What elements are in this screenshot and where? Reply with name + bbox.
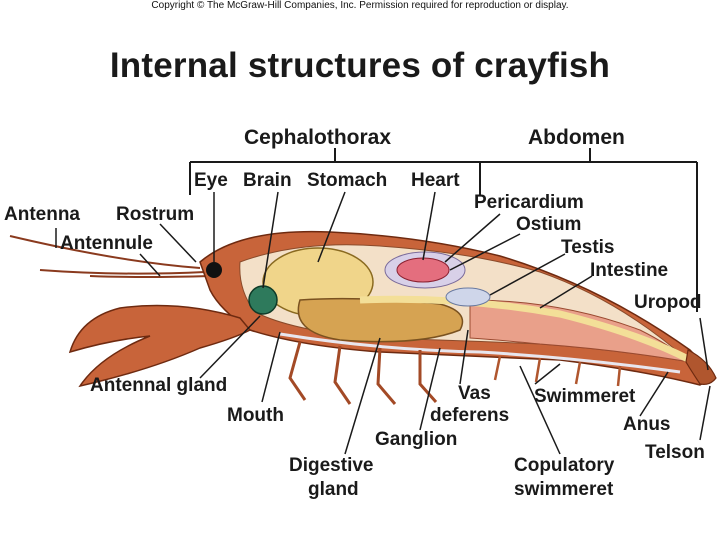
walking-leg-1	[290, 342, 305, 400]
claw	[70, 306, 250, 386]
digestive-gland-organ	[298, 299, 462, 342]
leader-rostrum	[160, 224, 196, 262]
label-antennule: Antennule	[60, 234, 153, 254]
label-testis: Testis	[561, 238, 615, 258]
label-mouth: Mouth	[227, 406, 284, 426]
leader-mouth	[262, 332, 280, 402]
eye-organ	[206, 262, 222, 278]
swimmeret-mark-2	[536, 358, 540, 382]
label-heart: Heart	[411, 171, 460, 191]
label-digestive-gland-line1: Digestive	[289, 456, 373, 476]
heart-organ	[397, 258, 449, 282]
label-intestine: Intestine	[590, 261, 668, 281]
label-vas-deferens-line2: deferens	[430, 406, 509, 426]
label-ostium: Ostium	[516, 215, 581, 235]
label-telson: Telson	[645, 443, 705, 463]
label-pericardium: Pericardium	[474, 193, 584, 213]
leader-telson	[700, 386, 710, 440]
walking-leg-2	[335, 346, 350, 404]
testis-organ	[446, 288, 490, 306]
antennule-strand	[90, 276, 210, 277]
label-stomach: Stomach	[307, 171, 387, 191]
region-label-cephalothorax: Cephalothorax	[244, 128, 391, 148]
brain-organ	[249, 286, 277, 314]
label-antennal-gland: Antennal gland	[90, 376, 227, 396]
region-label-abdomen: Abdomen	[528, 128, 625, 148]
label-digestive-gland-line2: gland	[308, 480, 359, 500]
label-swimmeret: Swimmeret	[534, 387, 635, 407]
label-rostrum: Rostrum	[116, 205, 194, 225]
label-anus: Anus	[623, 415, 671, 435]
label-uropod: Uropod	[634, 293, 702, 313]
swimmeret-mark-3	[576, 362, 580, 384]
antenna-strand-2	[40, 270, 205, 274]
label-antenna: Antenna	[4, 205, 80, 225]
walking-leg-3	[378, 348, 395, 404]
label-brain: Brain	[243, 171, 292, 191]
label-vas-deferens-line1: Vas	[458, 384, 491, 404]
label-copulatory-swimmeret-line2: swimmeret	[514, 480, 613, 500]
leader-anus	[640, 372, 668, 416]
swimmeret-mark-1	[495, 356, 500, 380]
label-ganglion: Ganglion	[375, 430, 457, 450]
label-copulatory-swimmeret-line1: Copulatory	[514, 456, 614, 476]
label-eye: Eye	[194, 171, 228, 191]
